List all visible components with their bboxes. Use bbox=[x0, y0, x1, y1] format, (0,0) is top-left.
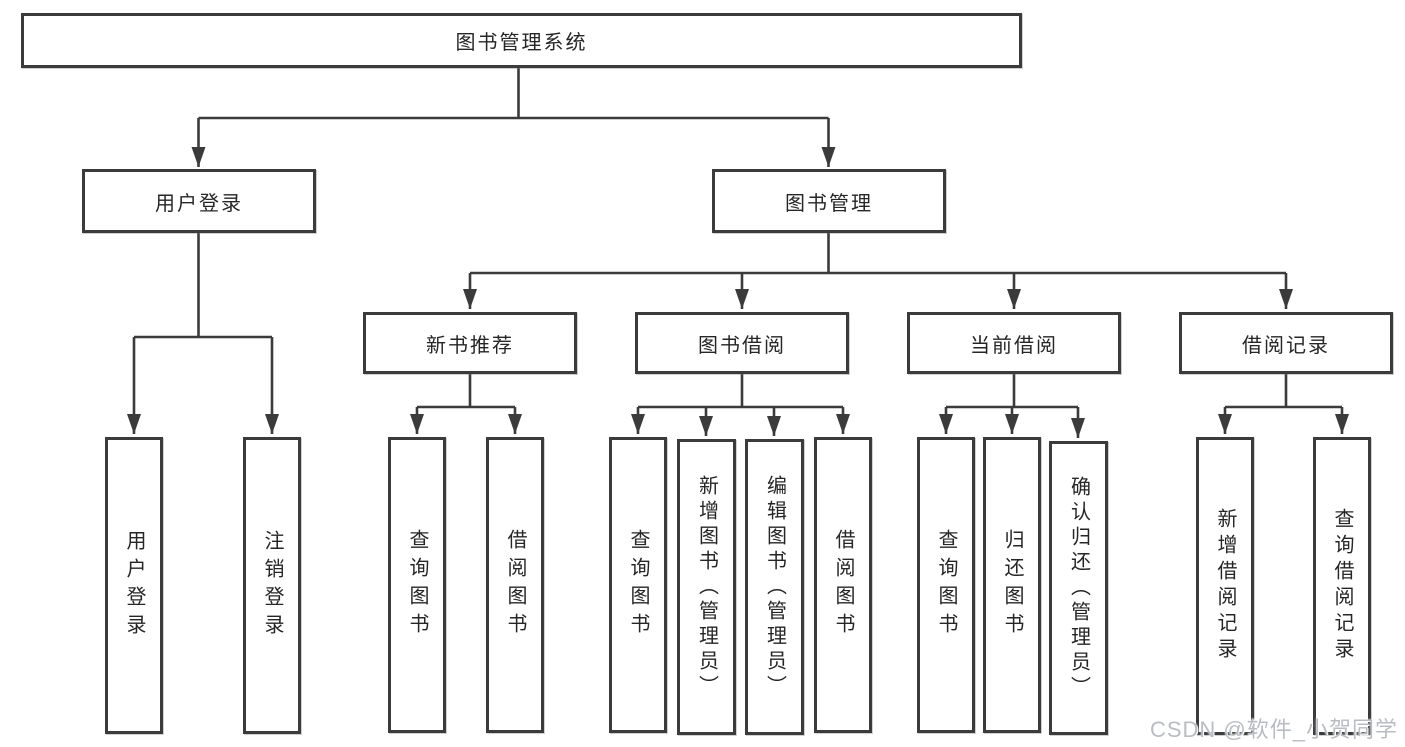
leaf-user-login: 用户登录 bbox=[105, 437, 163, 734]
leaf-edit-book-admin: 编辑图书（管理员） bbox=[745, 439, 804, 735]
leaf-query-books-recommend: 查询图书 bbox=[388, 437, 446, 733]
leaf-confirm-return-admin: 确认归还（管理员） bbox=[1049, 441, 1108, 735]
node-current-borrow: 当前借阅 bbox=[907, 312, 1121, 374]
node-library-system: 图书管理系统 bbox=[21, 13, 1022, 68]
node-book-management: 图书管理 bbox=[712, 169, 946, 233]
leaf-return-book: 归还图书 bbox=[983, 437, 1041, 733]
leaf-logout: 注销登录 bbox=[243, 437, 301, 734]
leaf-borrow-books-recommend: 借阅图书 bbox=[486, 437, 544, 733]
leaf-add-borrow-record: 新增借阅记录 bbox=[1196, 437, 1254, 735]
node-book-borrow: 图书借阅 bbox=[635, 312, 849, 374]
node-new-book-recommend: 新书推荐 bbox=[363, 312, 577, 374]
watermark-text: CSDN @软件_小贺同学 bbox=[1149, 717, 1398, 742]
leaf-query-books-borrow: 查询图书 bbox=[609, 437, 667, 733]
leaf-add-book-admin: 新增图书（管理员） bbox=[677, 439, 736, 735]
leaf-query-borrow-record: 查询借阅记录 bbox=[1313, 437, 1371, 735]
node-user-login: 用户登录 bbox=[82, 169, 316, 233]
leaf-borrow-books: 借阅图书 bbox=[814, 437, 872, 733]
leaf-query-books-current: 查询图书 bbox=[917, 437, 975, 733]
node-borrow-records: 借阅记录 bbox=[1179, 312, 1393, 374]
